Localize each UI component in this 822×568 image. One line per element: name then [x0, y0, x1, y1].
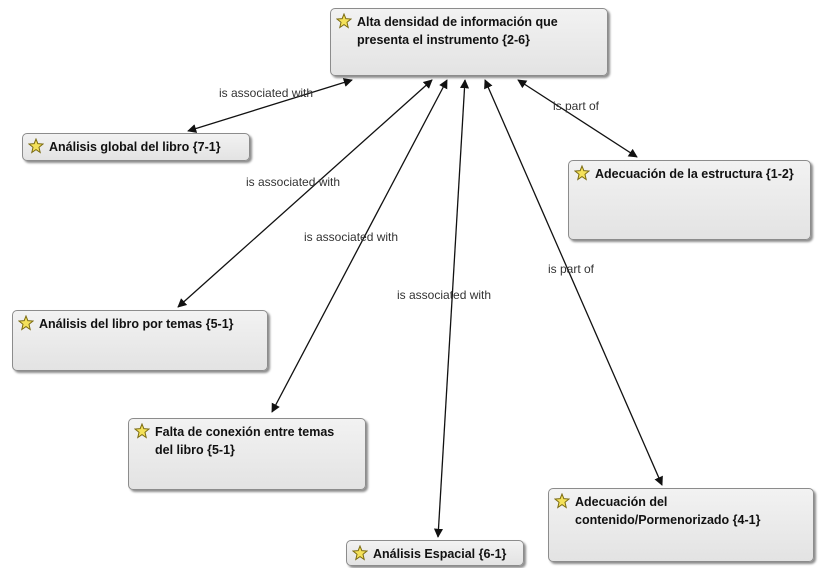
- edge-label-central-estructura: is part of: [553, 99, 600, 113]
- edge-label-central-contenido: is part of: [548, 262, 595, 276]
- code-node-icon: [574, 165, 590, 181]
- edge-central-espacial: [433, 79, 470, 538]
- node-analisis-global[interactable]: Análisis global del libro {7-1}: [22, 133, 250, 161]
- edge-label-central-temas: is associated with: [246, 175, 341, 189]
- edge-central-temas: [177, 79, 433, 308]
- node-falta-conexion[interactable]: Falta de conexión entre temas del libro …: [128, 418, 366, 490]
- node-adecuacion-estructura[interactable]: Adecuación de la estructura {1-2}: [568, 160, 811, 240]
- code-node-icon: [352, 545, 368, 561]
- node-label-line1: Alta densidad de información que: [357, 15, 558, 29]
- edge-central-falta: [271, 79, 448, 413]
- node-label: Adecuación de la estructura {1-2}: [595, 167, 794, 181]
- node-label: Análisis global del libro {7-1}: [49, 140, 221, 154]
- edge-central-estructura: [517, 79, 638, 158]
- edge-label-central-global: is associated with: [219, 86, 314, 100]
- node-label: Análisis Espacial {6-1}: [373, 547, 507, 561]
- node-label-line1: Falta de conexión entre temas: [155, 425, 335, 439]
- node-label: Análisis del libro por temas {5-1}: [39, 317, 234, 331]
- node-label-line1: Adecuación del: [575, 495, 668, 509]
- code-node-icon: [28, 138, 44, 154]
- node-label-line2: contenido/Pormenorizado {4-1}: [575, 513, 761, 528]
- node-label-line2: presenta el instrumento {2-6}: [357, 33, 530, 48]
- code-node-icon: [134, 423, 150, 439]
- node-label-line2: del libro {5-1}: [155, 443, 235, 458]
- code-node-icon: [554, 493, 570, 509]
- node-central[interactable]: Alta densidad de información que present…: [330, 8, 608, 76]
- code-node-icon: [336, 13, 352, 29]
- edge-central-contenido: [484, 79, 663, 486]
- node-analisis-temas[interactable]: Análisis del libro por temas {5-1}: [12, 310, 268, 371]
- edge-label-central-espacial: is associated with: [397, 288, 492, 302]
- node-adecuacion-contenido[interactable]: Adecuación del contenido/Pormenorizado {…: [548, 488, 814, 562]
- code-node-icon: [18, 315, 34, 331]
- edge-label-central-falta: is associated with: [304, 230, 399, 244]
- node-analisis-espacial[interactable]: Análisis Espacial {6-1}: [346, 540, 524, 566]
